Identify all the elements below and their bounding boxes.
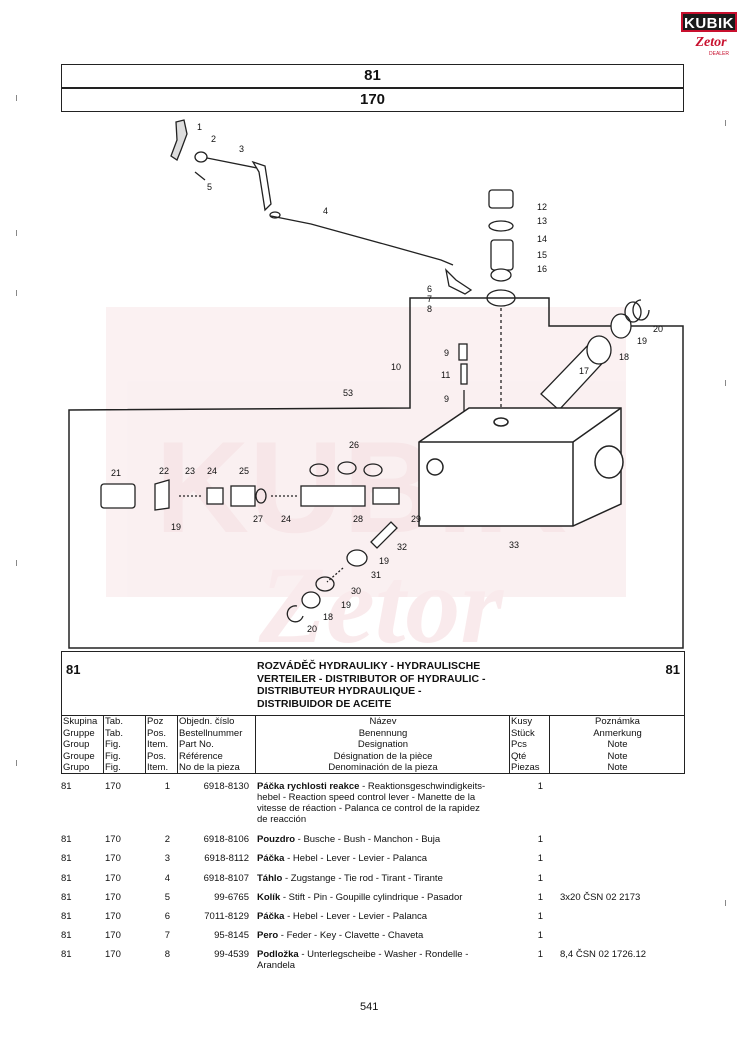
callout-label: 30 — [351, 586, 361, 596]
callout-label: 53 — [343, 388, 353, 398]
callout-label: 22 — [159, 466, 169, 476]
callout-label: 23 — [185, 466, 195, 476]
title-line: VERTEILER - DISTRIBUTOR OF HYDRAULIC - — [257, 672, 486, 685]
svg-text:Zetor: Zetor — [258, 544, 505, 650]
callout-label: 24 — [281, 514, 291, 524]
figure-header: 170 — [61, 88, 684, 112]
callout-label: 31 — [371, 570, 381, 580]
callout-label: 25 — [239, 466, 249, 476]
callout-label: 29 — [411, 514, 421, 524]
callout-label: 19 — [341, 600, 351, 610]
title-line: DISTRIBUTEUR HYDRAULIQUE - — [257, 685, 422, 697]
callout-label: 3 — [239, 144, 244, 154]
callout-label: 27 — [253, 514, 263, 524]
callout-label: 11 — [441, 370, 450, 380]
callout-labels: 1 2 3 5 4 6 7 8 9 11 9 10 53 12 13 14 15… — [111, 122, 663, 634]
callout-label: 5 — [207, 182, 212, 192]
group-number-right: 81 — [665, 662, 680, 677]
callout-label: 18 — [323, 612, 333, 622]
callout-label: 1 — [197, 122, 202, 132]
callout-label: 20 — [307, 624, 317, 634]
drawing-frame — [68, 297, 684, 649]
group-header: 81 — [61, 64, 684, 88]
group-number-left: 81 — [66, 662, 81, 677]
exploded-parts-diagram: KUBIK Zetor — [68, 119, 684, 650]
assembly-title: ROZVÁDĚČ HYDRAULIKY - HYDRAULISCHE VERTE… — [257, 660, 537, 710]
kubik-zetor-logo: KUBIK Zetor DEALER — [681, 12, 737, 60]
callout-label: 19 — [637, 336, 647, 346]
logo-kubik-text: KUBIK — [681, 12, 737, 32]
callout-label: 16 — [537, 264, 547, 274]
callout-label: 19 — [379, 556, 389, 566]
callout-label: 26 — [349, 440, 359, 450]
callout-label: 33 — [509, 540, 519, 550]
title-line: DISTRIBUIDOR DE ACEITE — [257, 697, 392, 710]
callout-label: 15 — [537, 250, 547, 260]
callout-label: 9 — [444, 348, 449, 358]
callout-label: 24 — [207, 466, 217, 476]
title-line: ROZVÁDĚČ HYDRAULIKY - HYDRAULISCHE — [257, 660, 481, 672]
callout-label: 14 — [537, 234, 547, 244]
callout-label: 4 — [323, 206, 328, 216]
callout-label: 13 — [537, 216, 547, 226]
callout-label: 28 — [353, 514, 363, 524]
callout-label: 20 — [653, 324, 663, 334]
callout-label: 7 — [427, 294, 432, 304]
callout-label: 9 — [444, 394, 449, 404]
callout-label: 6 — [427, 284, 432, 294]
callout-label: 8 — [427, 304, 432, 314]
callout-label: 21 — [111, 468, 121, 478]
logo-zetor-text: Zetor — [695, 35, 727, 50]
callout-label: 19 — [171, 522, 181, 532]
column-header-fig: Tab.Tab.Fig.Fig.Fig. — [104, 715, 146, 773]
page-number: 541 — [360, 1001, 379, 1013]
callout-label: 17 — [579, 366, 589, 376]
logo-dealer-text: DEALER — [709, 51, 730, 57]
callout-label: 18 — [619, 352, 629, 362]
parts-list-header-panel: 81 81 ROZVÁDĚČ HYDRAULIKY - HYDRAULISCHE… — [61, 651, 685, 774]
callout-label: 32 — [397, 542, 407, 552]
callout-label: 12 — [537, 202, 547, 212]
callout-label: 2 — [211, 134, 216, 144]
callout-label: 10 — [391, 362, 401, 372]
